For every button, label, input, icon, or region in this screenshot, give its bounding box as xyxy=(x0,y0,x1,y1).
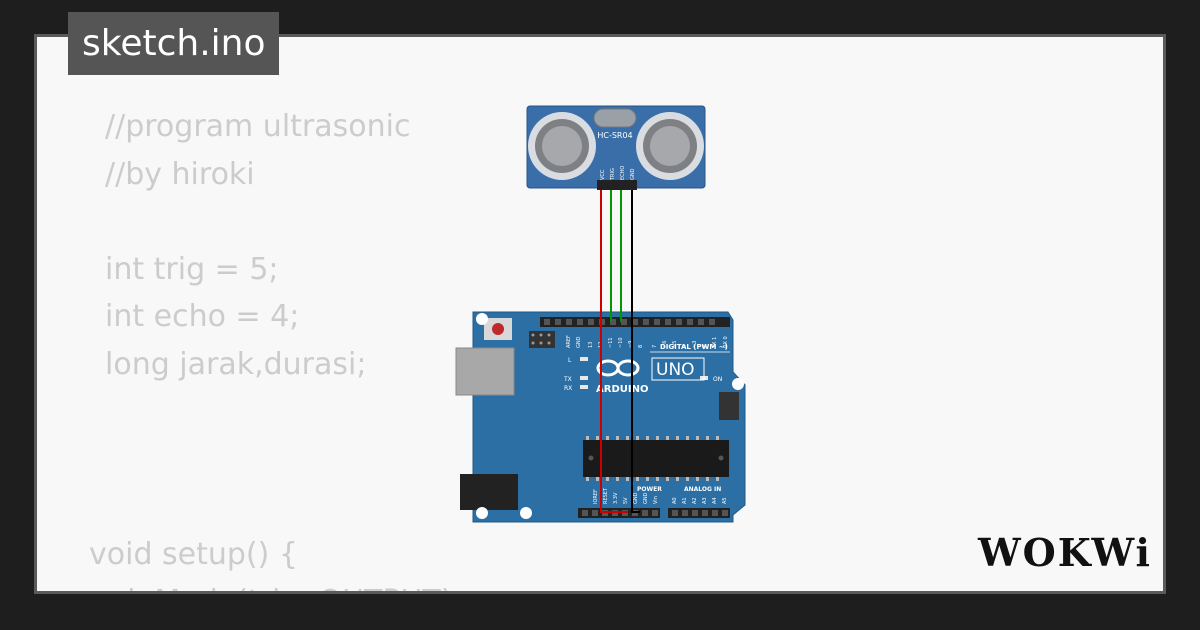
wokwi-logo-text: WOKWi xyxy=(977,530,1151,575)
code-line: //program ultrasonic xyxy=(105,109,411,144)
power-label: POWER xyxy=(637,486,662,493)
code-line: long jarak,durasi; xyxy=(105,346,367,382)
board-brand: ARDUINO xyxy=(596,384,648,395)
pin-label: IOREF xyxy=(593,489,599,504)
digital-label: DIGITAL (PWM ~) xyxy=(660,343,728,351)
pin-label: 4 xyxy=(682,345,688,348)
power-jack xyxy=(460,474,518,510)
pin-label: RESET xyxy=(603,487,609,504)
pin-label: 5V xyxy=(623,497,629,504)
led-l-label: L xyxy=(568,357,572,364)
analog-label: ANALOG IN xyxy=(684,486,721,493)
pin-label: A0 xyxy=(672,497,678,504)
ultrasonic-sensor[interactable]: HC-SR04 VCC TRIG ECHO GND xyxy=(526,105,706,190)
wire-gnd[interactable] xyxy=(631,190,640,513)
code-line xyxy=(89,436,463,484)
code-line xyxy=(89,388,463,436)
pin-label: 13 xyxy=(588,342,594,348)
analog-header xyxy=(668,508,730,518)
pin-label: GND xyxy=(643,492,649,504)
sensor-pin-label: GND xyxy=(630,168,636,180)
pin-label: ~6 xyxy=(662,341,668,348)
on-label: ON xyxy=(713,376,722,383)
pin-label: GND xyxy=(576,336,582,348)
sensor-model-label: HC-SR04 xyxy=(597,131,632,140)
sensor-pin-label: VCC xyxy=(600,169,606,180)
pin-label: RX 0 xyxy=(723,336,729,348)
filename-tab[interactable]: sketch.ino xyxy=(68,12,280,75)
pin-label: A1 xyxy=(682,497,688,504)
code-line: void setup() { xyxy=(89,536,298,572)
pin-label: A4 xyxy=(712,497,718,504)
reset-button[interactable] xyxy=(492,323,504,335)
pin-label: 7 xyxy=(652,345,658,348)
code-line: //by hiroki xyxy=(105,156,255,192)
sensor-transducer-right xyxy=(636,112,704,180)
wokwi-logo: WOKWi xyxy=(977,530,1151,575)
pin-label: ~11 xyxy=(608,337,614,348)
pin-label: TX 1 xyxy=(712,337,718,349)
code-line xyxy=(89,483,463,531)
pin-label: A3 xyxy=(702,497,708,504)
code-line: int echo = 4; xyxy=(105,299,300,334)
pin-label: ~10 xyxy=(618,337,624,348)
pin-label: GND xyxy=(633,492,639,504)
pin-label: ~3 xyxy=(692,341,698,348)
pin-label: Vin xyxy=(653,496,659,504)
pin-label: ~5 xyxy=(672,341,678,348)
microcontroller-chip xyxy=(583,440,729,477)
pin-label: A2 xyxy=(692,497,698,504)
arduino-uno-board[interactable]: AREF GND 13 12 ~11 ~10 ~9 8 7 ~6 ~5 4 ~3… xyxy=(455,311,746,523)
pin-label: 3.3V xyxy=(613,492,619,504)
usb-connector xyxy=(455,347,515,396)
code-line: pinMode(trig, OUTPUT); xyxy=(89,578,462,591)
pin-label: 2 xyxy=(702,345,708,348)
code-preview: //program ultrasonic //by hiroki int trig … xyxy=(89,103,463,591)
pin-label: 8 xyxy=(638,345,644,348)
sensor-pin-label: TRIG xyxy=(610,168,616,181)
pin-label: AREF xyxy=(566,335,572,348)
wire-vcc[interactable] xyxy=(600,190,628,513)
code-line: int trig = 5; xyxy=(105,251,279,287)
arduino-logo-icon xyxy=(596,359,640,377)
sensor-transducer-left xyxy=(528,112,596,180)
pin-label: A5 xyxy=(722,497,728,504)
tx-label: TX xyxy=(563,376,572,383)
board-model: UNO xyxy=(656,360,695,380)
circuit-diagram: HC-SR04 VCC TRIG ECHO GND xyxy=(455,105,746,523)
sensor-pin-label: ECHO xyxy=(620,166,626,180)
rx-label: RX xyxy=(564,385,572,392)
code-line xyxy=(89,198,463,246)
